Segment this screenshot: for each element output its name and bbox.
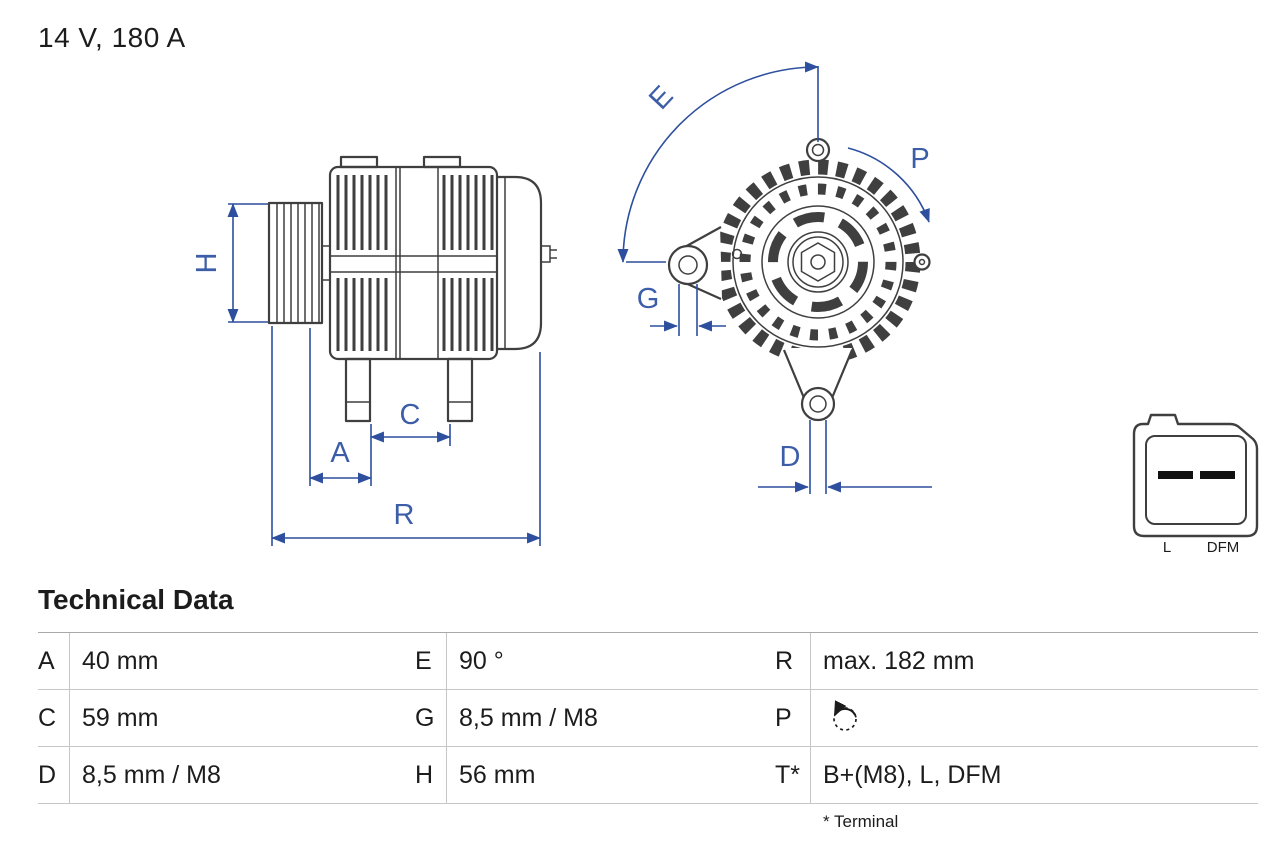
tech-key: A <box>38 633 70 689</box>
connector-label-dfm: DFM <box>1207 539 1240 556</box>
terminal-pins <box>550 249 557 259</box>
dim-label-a: A <box>330 437 350 469</box>
tech-value: 59 mm <box>82 703 159 732</box>
cooling-fins <box>442 278 494 351</box>
tech-value <box>811 690 1258 746</box>
top-lug <box>339 155 379 169</box>
cooling-fins <box>442 175 494 250</box>
housing-midband <box>330 255 497 273</box>
hub-circle-inner <box>792 236 844 288</box>
shaft <box>321 245 331 281</box>
rotation-ccw-icon <box>833 700 857 731</box>
rear-cover <box>497 175 543 351</box>
housing <box>328 165 499 361</box>
page-title: 14 V, 180 A <box>38 22 186 53</box>
terminal-stud <box>540 245 551 263</box>
right-boss <box>913 253 931 271</box>
terminal-footnote: * Terminal <box>823 812 899 831</box>
connector-outline <box>1132 413 1259 538</box>
stator-teeth-ring <box>715 159 921 365</box>
technical-data-heading: Technical Data <box>38 584 234 615</box>
dim-label-g: G <box>637 283 660 315</box>
left-mounting-boss <box>667 244 709 286</box>
bottom-mounting-boss <box>800 386 836 422</box>
tech-key: E <box>415 633 447 689</box>
technical-data-table: A 40 mm E 90 ° R max. 182 mm C 59 mm G 8… <box>38 632 1258 804</box>
tech-value: 8,5 mm / M8 <box>82 760 221 789</box>
front-view-dimensions: E P G D <box>617 61 932 494</box>
dim-label-c: C <box>400 399 421 431</box>
technical-drawing: H A C R <box>191 61 1259 556</box>
mounting-foot <box>446 357 474 423</box>
shaft-center <box>810 254 826 270</box>
alternator-side-view <box>267 155 557 423</box>
tech-key: D <box>38 747 70 803</box>
bottom-lug-fill <box>784 348 852 400</box>
cooling-fins <box>336 175 388 250</box>
tech-key: P <box>775 690 811 746</box>
top-lug <box>422 155 462 169</box>
right-boss-hole <box>918 258 926 266</box>
alternator-front-view <box>667 137 931 422</box>
connector-inner <box>1145 435 1247 525</box>
tech-value: max. 182 mm <box>823 646 975 675</box>
vent-slot-ring <box>739 183 897 341</box>
dim-label-d: D <box>780 441 801 473</box>
top-mounting-lug <box>805 137 831 163</box>
bottom-mounting-lug <box>782 349 854 399</box>
side-view-dimensions: H A C R <box>191 203 541 546</box>
tech-value: B+(M8), L, DFM <box>823 760 1002 789</box>
tech-value: 90 ° <box>459 646 504 675</box>
table-row: D 8,5 mm / M8 H 56 mm T* B+(M8), L, DFM <box>38 747 1258 804</box>
dim-label-r: R <box>394 499 415 531</box>
hub-circle <box>787 231 849 293</box>
connector-label-l: L <box>1163 539 1171 556</box>
table-row: C 59 mm G 8,5 mm / M8 P <box>38 690 1258 747</box>
tech-value: 40 mm <box>82 646 159 675</box>
tech-key: H <box>415 747 447 803</box>
housing-splits <box>395 167 439 359</box>
housing-circle <box>732 176 904 348</box>
face-arc-slots <box>768 212 868 312</box>
bottom-boss-hole <box>809 395 827 413</box>
tech-key: R <box>775 633 811 689</box>
technical-data-section: Technical Data A 40 mm E 90 ° R max. 182… <box>38 584 1258 832</box>
face-circle <box>761 205 875 319</box>
tech-key: G <box>415 690 447 746</box>
shaft-nut-hexagon <box>800 242 836 282</box>
table-row: A 40 mm E 90 ° R max. 182 mm <box>38 633 1258 690</box>
tech-key: T* <box>775 747 811 803</box>
mounting-foot <box>344 357 372 423</box>
tech-value: 8,5 mm / M8 <box>459 703 598 732</box>
cooling-fins <box>336 278 388 351</box>
connector-terminal <box>1158 471 1193 479</box>
connector-terminal <box>1200 471 1235 479</box>
tech-value: 56 mm <box>459 760 536 789</box>
dim-label-p: P <box>910 143 929 175</box>
dim-label-h: H <box>191 253 223 274</box>
connector-icon: L DFM <box>1132 413 1259 556</box>
pulley-grooves <box>276 203 320 323</box>
tech-key: C <box>38 690 70 746</box>
dim-label-e: E <box>643 80 680 116</box>
